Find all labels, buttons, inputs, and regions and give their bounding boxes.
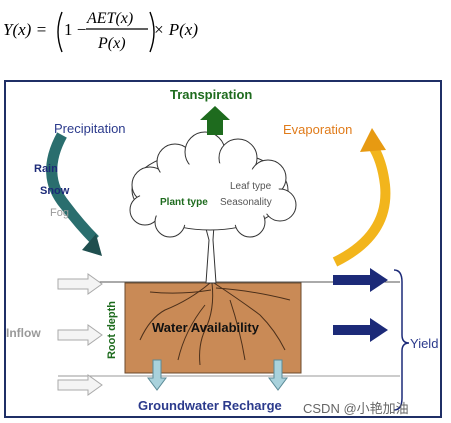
precipitation-label: Precipitation <box>54 121 126 136</box>
evaporation-arrowhead <box>360 128 386 152</box>
rain-label: Rain <box>34 163 58 175</box>
tree-canopy <box>129 131 297 238</box>
transpiration-arrow <box>200 106 230 135</box>
precipitation-arrowhead <box>82 234 102 256</box>
inflow-label: Inflow <box>6 326 41 340</box>
leaf-type-label: Leaf type <box>230 181 272 192</box>
yield-formula: Y(x) = 1 − AET(x) P(x) × P(x) <box>3 10 198 53</box>
tree-trunk <box>204 224 217 284</box>
formula-numerator: AET(x) <box>86 10 133 27</box>
water-availability-label: Water Availability <box>152 320 259 335</box>
plant-type-label: Plant type <box>160 197 208 208</box>
formula-lhs: Y(x) = <box>3 20 47 39</box>
fog-label: Fog <box>50 207 69 219</box>
root-depth-label: Root depth <box>106 300 118 360</box>
yield-label: Yield <box>410 336 439 351</box>
inflow-arrows <box>57 273 103 396</box>
roots <box>139 282 291 366</box>
formula-denominator: P(x) <box>97 35 126 52</box>
yield-bracket <box>393 269 410 411</box>
diagram-frame <box>4 80 442 418</box>
groundwater-recharge-label: Groundwater Recharge <box>138 398 282 413</box>
yield-arrows <box>333 268 388 342</box>
evaporation-arrow <box>332 142 391 267</box>
evaporation-label: Evaporation <box>283 122 353 137</box>
snow-label: Snow <box>40 185 70 197</box>
left-paren <box>57 11 63 53</box>
formula-one-minus: 1 − <box>64 20 86 39</box>
watermark: CSDN @小艳加油 <box>303 401 409 416</box>
transpiration-label: Transpiration <box>170 87 253 102</box>
seasonality-label: Seasonality <box>220 197 272 208</box>
right-paren <box>149 11 155 53</box>
recharge-arrows <box>147 359 288 391</box>
precipitation-arrow <box>46 132 99 244</box>
formula-times: × P(x) <box>153 20 198 39</box>
